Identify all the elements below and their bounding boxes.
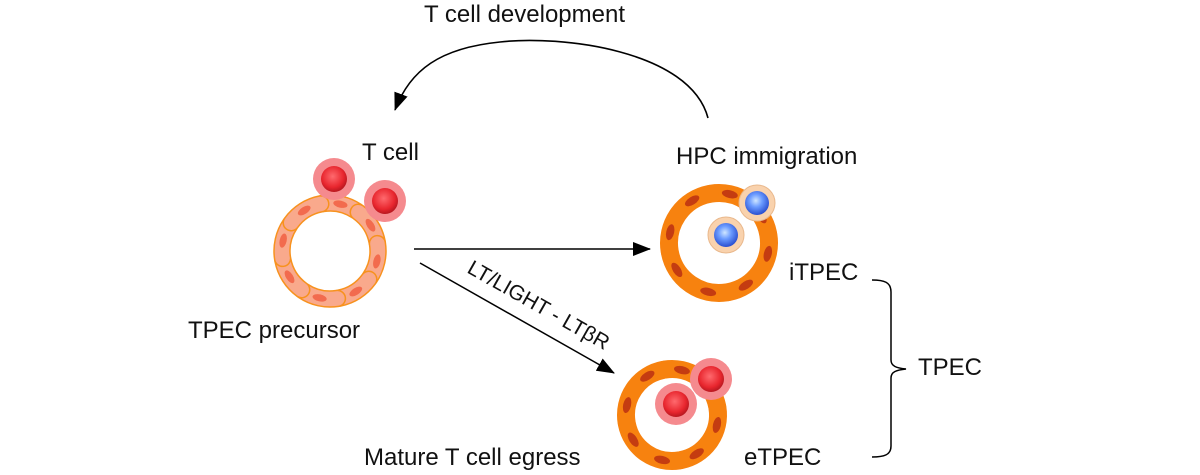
cell-nucleus <box>297 205 311 216</box>
cell-nucleus <box>654 455 670 465</box>
label-itpec: iTPEC <box>789 259 858 286</box>
label-tpec-group: TPEC <box>918 354 982 381</box>
label-t-cell-development: T cell development <box>424 1 625 28</box>
cell-nucleus <box>689 448 704 460</box>
label-lt-light-ltbr: LT/LIGHT - LTβR <box>464 256 614 354</box>
cell-nucleus <box>373 254 381 269</box>
cell-nucleus <box>622 397 632 413</box>
arrow-precursor-to-etpec <box>419 262 615 374</box>
label-mature-t-cell-egress: Mature T cell egress <box>364 444 581 471</box>
t-cell <box>313 158 355 200</box>
cell-nucleus <box>738 279 754 291</box>
tpec-precursor-cell-ring <box>273 194 387 308</box>
cell-nucleus <box>721 189 738 199</box>
cell-nucleus <box>684 195 700 207</box>
cell-nucleus <box>640 370 655 382</box>
label-hpc-immigration: HPC immigration <box>676 143 857 170</box>
brace-tpec <box>871 279 907 458</box>
cell-nucleus <box>671 262 683 278</box>
cell-nucleus <box>700 287 717 297</box>
cell-nucleus <box>279 233 287 248</box>
label-tpec-precursor: TPEC precursor <box>188 317 360 344</box>
cell-nucleus <box>312 294 327 302</box>
curved-arrow-t-cell-development <box>394 39 709 119</box>
hpc-cell <box>707 216 745 254</box>
cell-nucleus <box>763 245 773 262</box>
cell-nucleus <box>712 417 722 433</box>
t-cell <box>655 383 697 425</box>
cell-nucleus <box>674 365 690 375</box>
cell-nucleus <box>349 286 363 297</box>
label-t-cell: T cell <box>362 139 419 166</box>
cell-nucleus <box>627 432 639 447</box>
cell-nucleus <box>333 200 348 208</box>
cell-nucleus <box>365 218 376 232</box>
hpc-cell <box>738 184 776 222</box>
label-etpec: eTPEC <box>744 444 821 471</box>
cell-nucleus <box>284 270 295 284</box>
t-cell <box>364 180 406 222</box>
cell-nucleus <box>665 224 675 241</box>
t-cell <box>690 358 732 400</box>
